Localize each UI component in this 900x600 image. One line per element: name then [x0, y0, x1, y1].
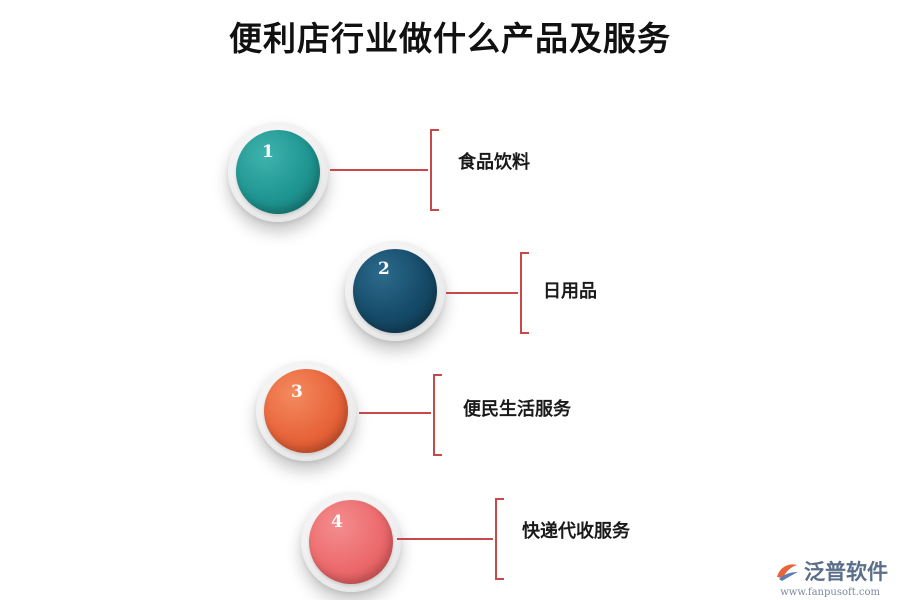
- circle-halo: [301, 492, 401, 592]
- item-number: 4: [331, 512, 343, 532]
- item-label: 快递代收服务: [522, 521, 630, 542]
- bracket: [430, 129, 439, 211]
- number-circle: [309, 500, 393, 584]
- connector-line: [446, 292, 518, 294]
- bracket: [520, 252, 529, 334]
- connector-line: [330, 169, 428, 171]
- item-label: 食品饮料: [458, 152, 530, 173]
- item-label: 日用品: [543, 281, 597, 302]
- bracket: [495, 498, 504, 580]
- number-circle: [236, 130, 320, 214]
- number-circle: [353, 249, 437, 333]
- number-circle: [264, 369, 348, 453]
- page-title: 便利店行业做什么产品及服务: [229, 19, 671, 58]
- item-number: 3: [291, 382, 303, 402]
- circle-halo: [256, 361, 356, 461]
- bracket: [433, 374, 442, 456]
- circle-halo: [228, 122, 328, 222]
- circle-halo: [345, 241, 445, 341]
- watermark-brand: 泛普软件: [804, 560, 888, 584]
- watermark-url: www.fanpusoft.com: [780, 587, 880, 598]
- connector-line: [397, 538, 493, 540]
- item-number: 1: [262, 142, 274, 162]
- watermark: 泛普软件: [774, 556, 888, 586]
- item-label: 便民生活服务: [463, 399, 571, 420]
- fanpu-logo-icon: [777, 564, 798, 581]
- connector-line: [359, 412, 431, 414]
- item-number: 2: [378, 259, 390, 279]
